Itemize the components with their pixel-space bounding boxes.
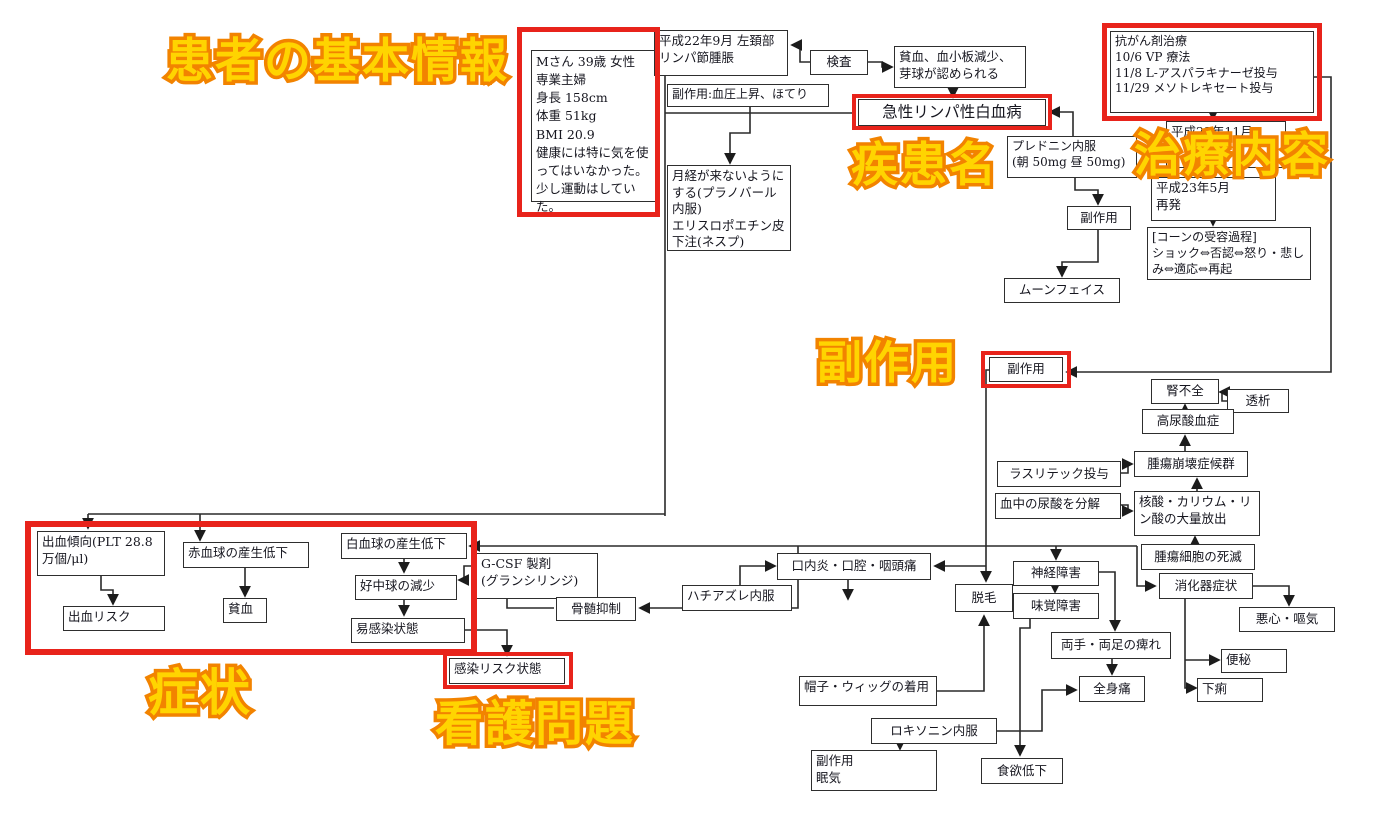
node-taste-disorder: 味覚障害 [1013, 593, 1099, 619]
node-stomatitis: 口内炎・口腔・咽頭痛 [777, 553, 931, 580]
node-prednin: プレドニン内服 (朝 50mg 昼 50mg) [1007, 136, 1137, 178]
node-neutropenia: 好中球の減少 [355, 575, 457, 600]
node-hyperuricemia: 高尿酸血症 [1142, 409, 1234, 434]
node-hair-loss: 脱毛 [955, 584, 1013, 612]
label-side-effect: 副作用 [813, 336, 959, 389]
node-bleeding-tendency: 出血傾向(PLT 28.8万個/μl) [37, 531, 165, 576]
label-patient-info: 患者の基本情報 [163, 34, 511, 89]
node-menstruation-control: 月経が来ないようにする(プラノバール内服) エリスロポエチン皮下注(ネスプ) [667, 165, 791, 251]
node-side-effect-mid: 副作用 [1067, 206, 1131, 230]
node-digestive-symptoms: 消化器症状 [1159, 573, 1253, 599]
node-lymph-node-swelling: 平成22年9月 左頚部リンパ節腫脹 [654, 30, 788, 76]
node-numbness: 両手・両足の痺れ [1051, 632, 1171, 659]
node-rasburicase: ラスリテック投与 [997, 461, 1121, 487]
node-patient-profile: Mさん 39歳 女性 専業主婦 身長 158cm 体重 51kg BMI 20.… [531, 50, 657, 214]
node-infection-prone: 易感染状態 [351, 618, 465, 643]
node-uric-acid-breakdown: 血中の尿酸を分解 [995, 493, 1121, 519]
label-symptom: 症状 [145, 664, 254, 722]
node-loxonin: ロキソニン内服 [871, 718, 997, 744]
node-anemia: 貧血 [223, 598, 267, 623]
label-treatment: 治療内容 [1131, 128, 1332, 183]
node-relapse: 平成23年5月 再発 [1151, 177, 1276, 221]
node-tumor-cell-death: 腫瘍細胞の死滅 [1141, 544, 1255, 570]
node-tumor-lysis-syndrome: 腫瘍崩壊症候群 [1134, 451, 1248, 477]
node-appetite-loss: 食欲低下 [981, 758, 1063, 784]
node-moon-face: ムーンフェイス [1004, 278, 1120, 303]
node-side-effect-bp: 副作用:血圧上昇、ほてり [667, 84, 829, 107]
node-constipation: 便秘 [1221, 649, 1287, 673]
node-rbc-decrease: 赤血球の産生低下 [183, 542, 309, 568]
node-nausea: 悪心・嘔気 [1239, 607, 1335, 632]
node-drowsiness: 副作用 眠気 [811, 750, 937, 791]
node-diarrhea: 下痢 [1197, 678, 1263, 702]
node-bleeding-risk: 出血リスク [63, 606, 165, 631]
node-side-effect-main: 副作用 [989, 357, 1063, 382]
label-disease-name: 疾患名 [848, 138, 1000, 193]
node-diagnosis-all: 急性リンパ性白血病 [858, 99, 1046, 126]
node-neuropathy: 神経障害 [1013, 561, 1099, 586]
node-gcsf: G-CSF 製剤 (グランシリンジ) [476, 553, 598, 599]
node-renal-failure: 腎不全 [1151, 379, 1219, 404]
node-hachiazule: ハチアズレ内服 [682, 585, 792, 611]
node-chemotherapy: 抗がん剤治療 10/6 VP 療法 11/8 L-アスパラキナーゼ投与 11/2… [1110, 31, 1314, 113]
node-h22-11: 平成22年11月 [1166, 121, 1286, 168]
node-examination: 検査 [810, 50, 868, 75]
node-kohn-acceptance: [コーンの受容過程] ショック⇔否認⇔怒り・悲しみ⇔適応⇔再起 [1147, 227, 1311, 280]
label-nursing-problem: 看護問題 [431, 696, 636, 752]
node-body-pain: 全身痛 [1079, 676, 1145, 702]
node-infection-risk-state: 感染リスク状態 [449, 658, 565, 684]
node-myelosuppression: 骨髄抑制 [556, 597, 636, 621]
node-wbc-decrease: 白血球の産生低下 [341, 533, 467, 559]
node-blood-findings: 貧血、血小板減少、芽球が認められる [894, 46, 1026, 88]
node-dialysis: 透析 [1227, 389, 1289, 413]
node-nucleic-acid-release: 核酸・カリウム・リン酸の大量放出 [1134, 491, 1260, 536]
node-hat-wig: 帽子・ウィッグの着用 [799, 676, 937, 706]
